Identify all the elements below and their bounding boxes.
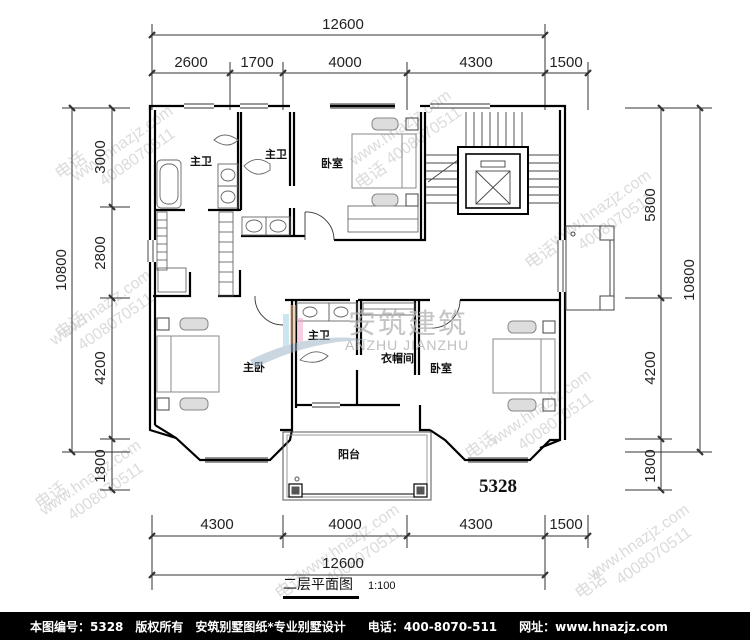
room-label-cloakroom: 衣帽间 [381, 351, 414, 365]
left-dimension-lines [62, 104, 130, 494]
top-dimension-5: 1500 [549, 54, 582, 71]
bath-fixtures [156, 134, 358, 363]
door-swings [254, 211, 461, 329]
right-dimension-1: 5800 [642, 188, 659, 221]
top-dimension-4: 4300 [459, 54, 492, 71]
brand-name-en: ANZHU JIANZHU [345, 337, 470, 353]
left-dimension-4: 1800 [92, 449, 109, 482]
left-dimension-2: 2800 [92, 236, 109, 269]
bottom-dimension-4: 1500 [549, 516, 582, 533]
footer-slogan: 安筑别墅图纸*专业别墅设计 [195, 619, 346, 634]
bottom-dimension-2: 4000 [328, 516, 361, 533]
room-label-master-bath-2: 主卫 [265, 147, 287, 161]
stair-and-elevator [426, 112, 560, 215]
top-dimension-lines [148, 24, 592, 110]
side-porch [565, 225, 615, 311]
right-dimension-lines [625, 104, 712, 494]
drawing-title: 二层平面图 [283, 577, 353, 593]
right-dimension-3: 1800 [642, 449, 659, 482]
top-dimension-1: 2600 [174, 54, 207, 71]
footer-copyright: 版权所有 [135, 619, 184, 634]
closets [156, 205, 419, 316]
title-underline [283, 596, 359, 599]
room-label-bedroom-right: 卧室 [430, 361, 452, 375]
room-label-master-bath-1: 主卫 [190, 154, 212, 168]
room-label-balcony: 阳台 [338, 447, 360, 461]
drawing-scale: 1:100 [368, 580, 396, 592]
top-dimension-2: 1700 [240, 54, 273, 71]
windows [147, 103, 564, 463]
walls [148, 104, 567, 462]
brand-name-cn: 安筑建筑 [348, 307, 469, 340]
left-dimension-3: 4200 [92, 351, 109, 384]
bottom-dimension-1: 4300 [200, 516, 233, 533]
room-label-bedroom-top: 卧室 [321, 156, 343, 170]
left-dimension-1: 3000 [92, 140, 109, 173]
left-total-dimension: 10800 [53, 249, 70, 291]
balcony-outline [282, 431, 432, 501]
top-total-dimension: 12600 [322, 16, 364, 33]
plan-code: 5328 [479, 476, 517, 497]
footer-drawing-number: 本图编号：5328 [30, 619, 124, 634]
right-dimension-2: 4200 [642, 351, 659, 384]
brand-logo-icon [250, 305, 370, 368]
footer-bar: 本图编号：5328 版权所有 安筑别墅图纸*专业别墅设计 电话：400-8070… [0, 612, 750, 640]
right-total-dimension: 10800 [681, 259, 698, 301]
footer-website-link[interactable]: 网址：www.hnazjz.com [519, 619, 668, 634]
bottom-dimension-3: 4300 [459, 516, 492, 533]
bottom-dimension-lines [148, 515, 592, 590]
bottom-total-dimension: 12600 [322, 555, 364, 572]
footer-phone: 电话：400-8070-511 [367, 619, 498, 634]
top-dimension-3: 4000 [328, 54, 361, 71]
beds [156, 117, 556, 412]
